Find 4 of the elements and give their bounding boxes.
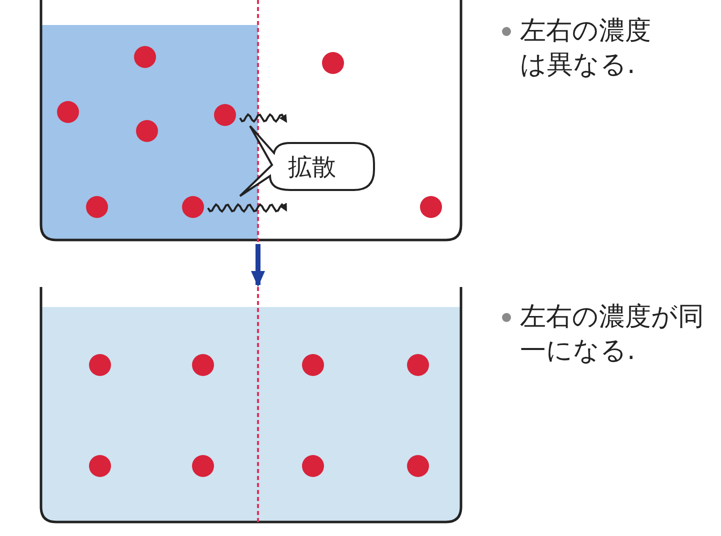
callout-text: 拡散 [288, 152, 336, 183]
note-text: 左右の濃度が同一になる. [500, 300, 710, 368]
arrow [251, 244, 265, 287]
note-text: 左右の濃度は異なる. [500, 14, 655, 82]
